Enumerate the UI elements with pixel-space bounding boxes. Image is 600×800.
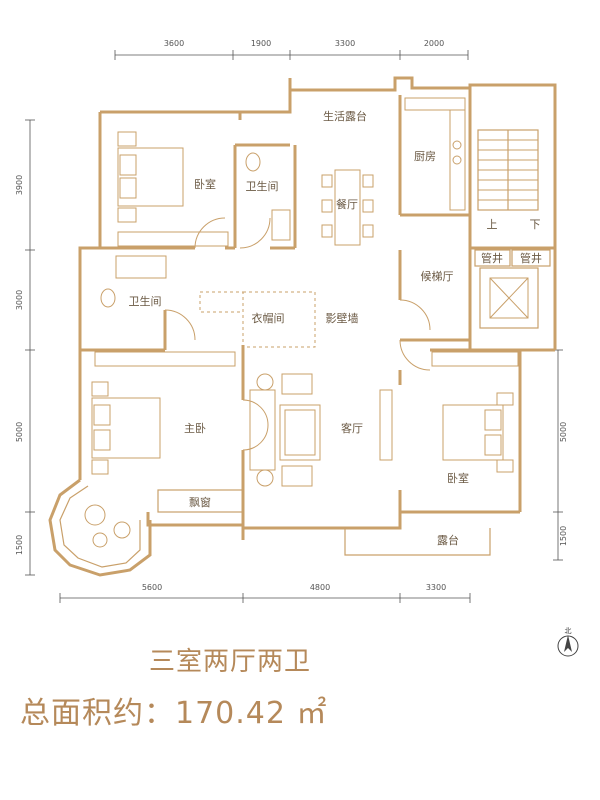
room-shaft-2: 管井 bbox=[520, 251, 542, 265]
floor-plan: 3600 1900 3300 2000 5600 4800 3300 3900 … bbox=[15, 39, 568, 603]
dim-top-2: 1900 bbox=[251, 39, 271, 48]
room-shaft-1: 管井 bbox=[481, 251, 503, 265]
room-master-bedroom: 主卧 bbox=[184, 422, 206, 435]
stairs bbox=[477, 129, 539, 211]
stair-down-label: 下 bbox=[530, 218, 541, 231]
shafts bbox=[474, 249, 551, 267]
bed-nw bbox=[117, 131, 184, 223]
dim-bottom-1: 5600 bbox=[142, 583, 162, 592]
room-wardrobe: 衣帽间 bbox=[252, 311, 285, 325]
kitchen-label: 厨房 bbox=[414, 150, 436, 163]
room-kitchen: 厨房 bbox=[414, 150, 436, 163]
stair-up-label: 上 bbox=[487, 218, 498, 231]
elevator bbox=[479, 267, 539, 329]
kitchen-counter bbox=[404, 97, 466, 211]
room-terrace: 露台 bbox=[437, 533, 459, 547]
room-living-terrace: 生活露台 bbox=[323, 109, 367, 123]
compass-label: 北 bbox=[565, 627, 572, 635]
dim-left-3: 5000 bbox=[15, 422, 24, 442]
room-dining: 餐厅 bbox=[336, 197, 358, 211]
dim-left-1: 3900 bbox=[15, 175, 24, 195]
right-dimension-line: 5000 1500 bbox=[553, 349, 568, 561]
bay-window bbox=[157, 489, 244, 513]
dining-table bbox=[321, 169, 374, 246]
exterior-walls bbox=[48, 76, 557, 577]
dim-top-3: 3300 bbox=[335, 39, 355, 48]
wardrobe-area bbox=[199, 291, 316, 348]
bay-table bbox=[84, 504, 131, 548]
area-title: 总面积约：170.42 ㎡ bbox=[20, 696, 328, 731]
dim-top-1: 3600 bbox=[164, 39, 184, 48]
room-screen-wall: 影壁墙 bbox=[326, 311, 359, 325]
terrace-bottom bbox=[344, 528, 491, 556]
dim-right-1: 5000 bbox=[559, 422, 568, 442]
bottom-dimension-line: 5600 4800 3300 bbox=[59, 583, 471, 603]
bath-fixtures-small bbox=[245, 152, 291, 241]
room-lobby: 候梯厅 bbox=[421, 269, 454, 283]
dim-bottom-3: 3300 bbox=[426, 583, 446, 592]
bath-fixtures-master bbox=[100, 255, 167, 308]
dim-top-4: 2000 bbox=[424, 39, 444, 48]
top-dimension-line: 3600 1900 3300 2000 bbox=[114, 39, 469, 60]
layout-title: 三室两厅两卫 bbox=[148, 647, 311, 677]
dim-right-2: 1500 bbox=[559, 526, 568, 546]
dim-left-4: 1500 bbox=[15, 535, 24, 555]
room-living: 客厅 bbox=[341, 421, 363, 435]
dim-left-2: 3000 bbox=[15, 290, 24, 310]
room-bedroom-nw: 卧室 bbox=[194, 177, 216, 191]
dim-bottom-2: 4800 bbox=[310, 583, 330, 592]
left-dimension-line: 3900 3000 5000 1500 bbox=[15, 119, 35, 576]
room-bath-small: 卫生间 bbox=[246, 179, 279, 193]
closets bbox=[94, 231, 519, 367]
living-sofa-set bbox=[249, 373, 393, 487]
interior-walls bbox=[80, 95, 555, 528]
room-bedroom-se: 卧室 bbox=[447, 471, 469, 485]
room-bay-window: 飘窗 bbox=[189, 495, 211, 509]
doors bbox=[164, 217, 431, 451]
room-bath-master: 卫生间 bbox=[129, 294, 162, 308]
bed-se bbox=[442, 392, 514, 473]
north-arrow-icon: 北 bbox=[557, 627, 579, 657]
bed-master bbox=[91, 381, 161, 475]
